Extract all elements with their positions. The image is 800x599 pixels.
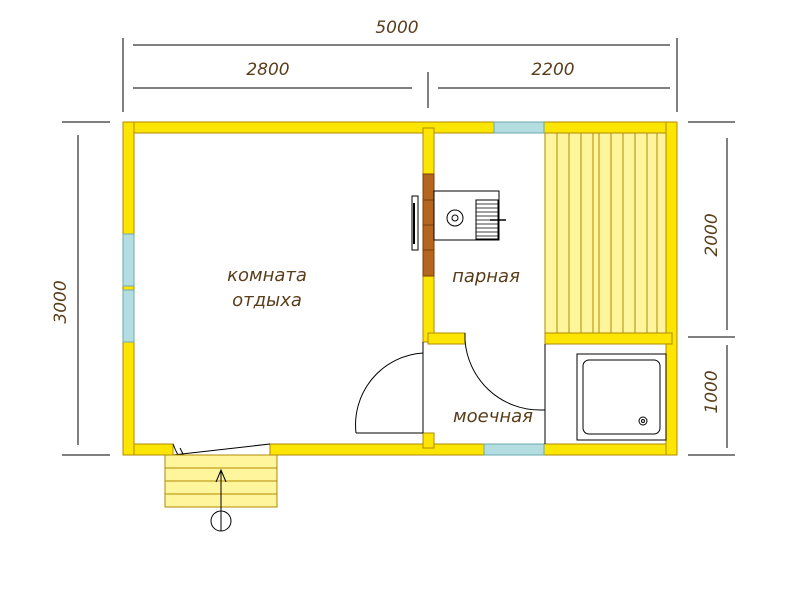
room-label-steam: парная	[452, 266, 520, 287]
wall-partition-lower	[422, 275, 435, 343]
window-bottom	[483, 443, 545, 456]
room-label-rest-line1: комната	[227, 265, 307, 286]
window-left-1	[122, 233, 135, 287]
dim-right-width: 2200	[531, 60, 574, 80]
wall-steam-wash-left	[427, 332, 466, 345]
wall-steam-wash-right	[544, 332, 673, 345]
entrance-arrow-icon	[210, 468, 232, 532]
wall-bottom-right	[269, 443, 678, 456]
dimension-lines	[62, 38, 735, 456]
stove	[411, 190, 506, 251]
wall-partition-stub	[422, 432, 435, 449]
wall-top	[122, 121, 678, 134]
windows	[122, 121, 545, 456]
dim-total-width: 5000	[375, 18, 418, 38]
shower-tray	[576, 353, 667, 441]
window-left-2	[122, 289, 135, 343]
dim-lower-height: 1000	[702, 370, 722, 413]
dim-left-width: 2800	[246, 60, 289, 80]
steam-room-bench	[544, 132, 668, 334]
room-label-wash: моечная	[453, 406, 533, 427]
wall-left	[122, 121, 135, 456]
wall-right	[665, 121, 678, 456]
stove-brick-wall	[422, 173, 435, 277]
window-top	[493, 121, 545, 134]
room-label-rest-line2: отдыха	[232, 290, 302, 311]
dim-upper-height: 2000	[702, 213, 722, 256]
dim-total-height: 3000	[51, 280, 71, 323]
